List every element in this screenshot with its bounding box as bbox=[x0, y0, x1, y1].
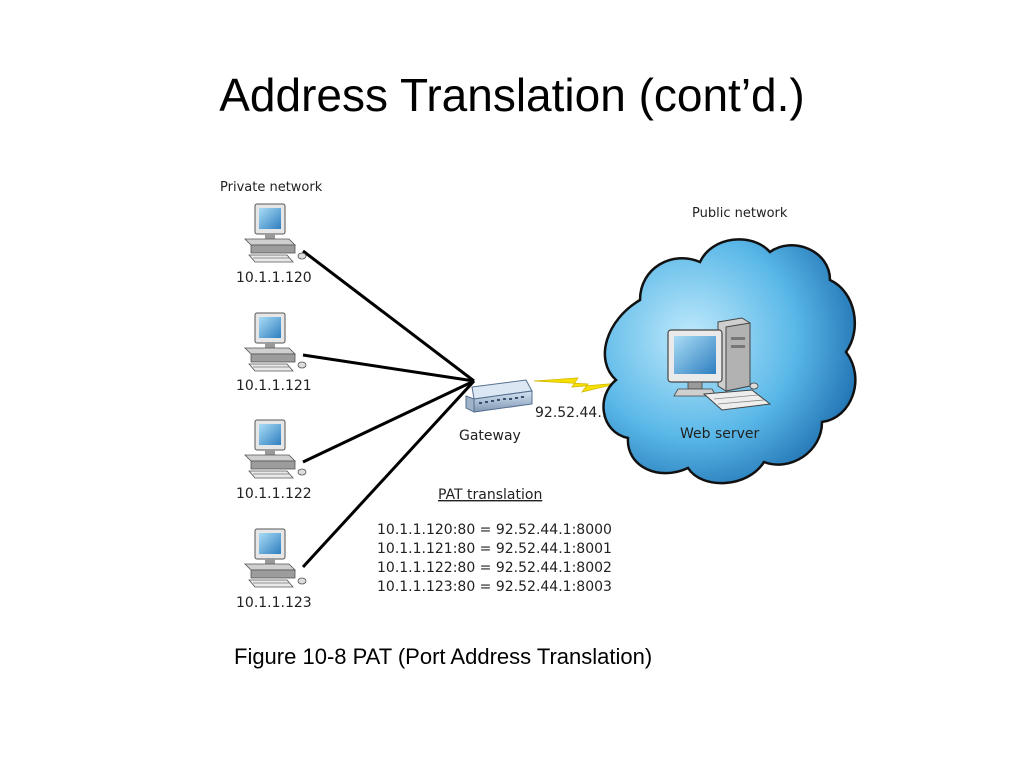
pat-table: PAT translation 10.1.1.120:80 = 92.52.44… bbox=[377, 487, 612, 595]
host-123: 10.1.1.123 bbox=[236, 528, 312, 611]
web-server-label: Web server bbox=[680, 426, 760, 442]
host-ip-label: 10.1.1.122 bbox=[236, 486, 312, 502]
private-network-label: Private network bbox=[220, 180, 323, 195]
computer-icon bbox=[244, 528, 307, 588]
link-host-123 bbox=[301, 379, 476, 569]
gateway: Gateway 92.52.44.1 bbox=[459, 379, 611, 444]
web-server: Web server bbox=[667, 317, 772, 442]
pat-table-title: PAT translation bbox=[438, 487, 542, 503]
link-host-122 bbox=[302, 379, 475, 464]
computer-icon bbox=[244, 419, 307, 479]
link-host-120 bbox=[302, 249, 475, 383]
host-ip-label: 10.1.1.120 bbox=[236, 270, 312, 286]
host-122: 10.1.1.122 bbox=[236, 419, 312, 502]
link-host-121 bbox=[302, 353, 475, 383]
public-network-label: Public network bbox=[692, 206, 788, 221]
slide-title: Address Translation (cont’d.) bbox=[219, 69, 805, 121]
pat-row: 10.1.1.121:80 = 92.52.44.1:8001 bbox=[377, 541, 612, 557]
host-120: 10.1.1.120 bbox=[236, 203, 312, 286]
figure-caption: Figure 10-8 PAT (Port Address Translatio… bbox=[234, 644, 653, 669]
server-computer-icon bbox=[667, 317, 772, 411]
computer-icon bbox=[244, 312, 307, 372]
gateway-label: Gateway bbox=[459, 428, 521, 444]
lan-links bbox=[301, 249, 476, 569]
gateway-icon bbox=[465, 379, 533, 413]
pat-row: 10.1.1.120:80 = 92.52.44.1:8000 bbox=[377, 522, 612, 538]
gateway-public-ip: 92.52.44.1 bbox=[535, 405, 611, 421]
host-ip-label: 10.1.1.123 bbox=[236, 595, 312, 611]
computer-icon bbox=[244, 203, 307, 263]
pat-row: 10.1.1.122:80 = 92.52.44.1:8002 bbox=[377, 560, 612, 576]
pat-row: 10.1.1.123:80 = 92.52.44.1:8003 bbox=[377, 579, 612, 595]
host-121: 10.1.1.121 bbox=[236, 312, 312, 394]
host-ip-label: 10.1.1.121 bbox=[236, 378, 312, 394]
